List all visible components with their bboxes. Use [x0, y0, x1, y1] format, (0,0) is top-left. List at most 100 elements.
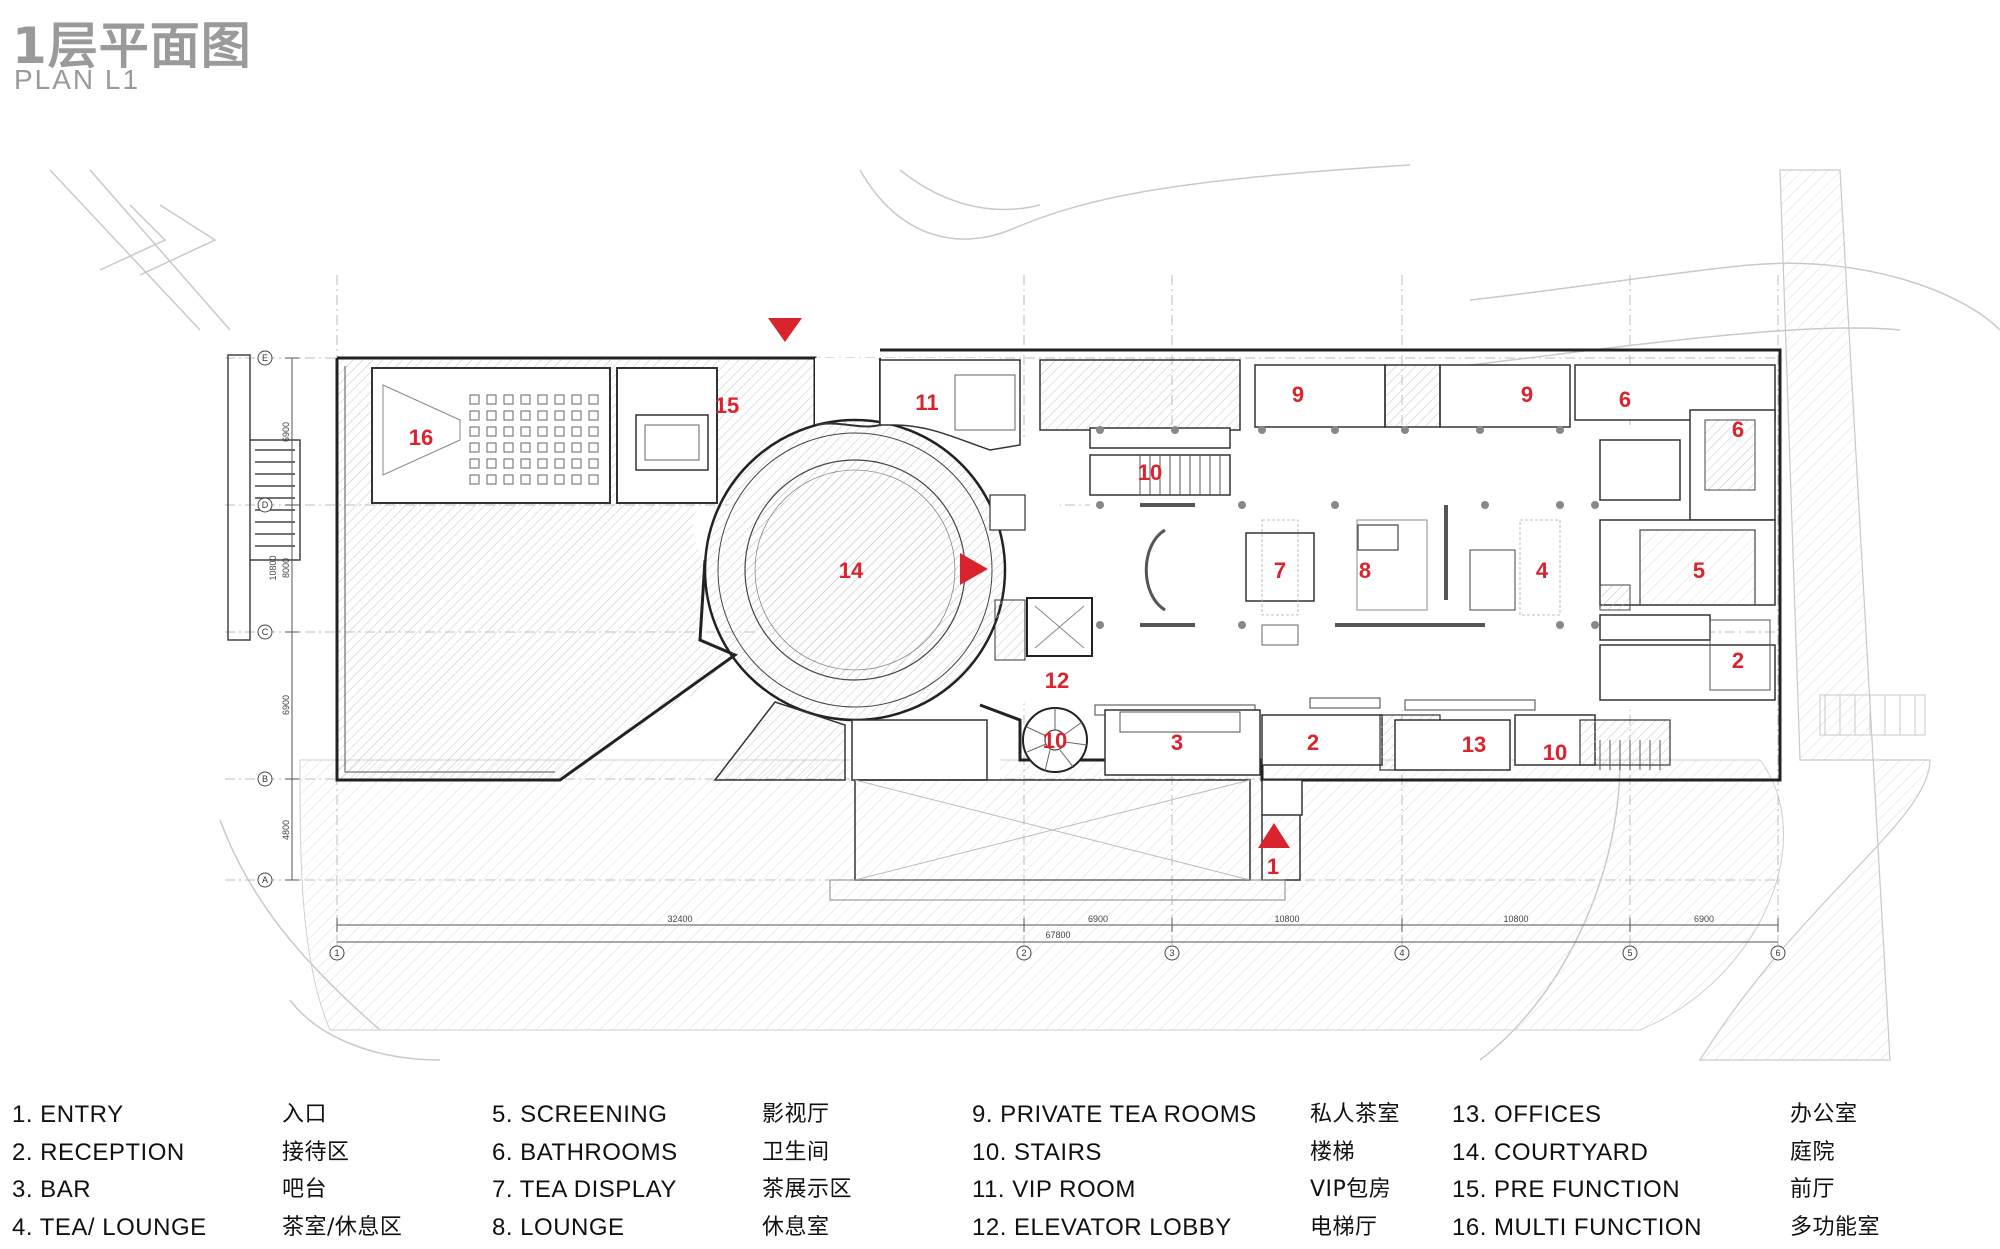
legend-item: 13. OFFICES: [1452, 1101, 1602, 1128]
west-wing: [335, 356, 817, 782]
room-label: 13: [1462, 732, 1486, 757]
grid-col-label: 4: [1399, 948, 1404, 958]
legend-item-cn: 庭院: [1790, 1139, 1836, 1165]
multi-function-seating: [469, 394, 599, 485]
legend-column-en: 5. SCREENING 6. BATHROOMS 7. TEA DISPLAY…: [492, 1096, 678, 1246]
legend-item: 8. LOUNGE: [492, 1213, 625, 1241]
dim-left: 6900: [281, 695, 291, 715]
legend-column-en: 1. ENTRY 2. RECEPTION 3. BAR 4. TEA/ LOU…: [12, 1096, 207, 1246]
room-label: 3: [1171, 730, 1183, 755]
room-labels: 16 15 11 9 9 6 6 10 14 7 8 4 5 2 12 10 3…: [409, 382, 1744, 879]
grid-col-label: 1: [334, 948, 339, 958]
legend-item-cn: 电梯厅: [1310, 1214, 1378, 1240]
room-label: 12: [1045, 668, 1069, 693]
legend-item: 7. TEA DISPLAY: [492, 1176, 677, 1203]
page-title: 1层平面图: [12, 17, 252, 75]
room-label: 5: [1693, 558, 1705, 583]
courtyard: [703, 358, 1072, 781]
floor-plan: 32400 6900 10800 10800 6900 67800 6900 1…: [49, 164, 2000, 1061]
legend-item: 14. COURTYARD: [1452, 1138, 1649, 1166]
west-stairs: [227, 354, 301, 641]
dimension-text: 32400 6900 10800 10800 6900 67800 6900 1…: [268, 422, 1714, 940]
grid-col-label: 3: [1169, 948, 1174, 958]
legend-column-en: 13. OFFICES 14. COURTYARD 15. PRE FUNCTI…: [1452, 1096, 1702, 1246]
entry-arrow-up-icon: [1258, 823, 1290, 848]
legend-item: 9. PRIVATE TEA ROOMS: [972, 1101, 1257, 1128]
legend-column-cn: 影视厅 卫生间 茶展示区 休息室: [762, 1096, 852, 1246]
legend-item-cn: 影视厅: [762, 1102, 830, 1127]
page-subtitle: PLAN L1: [14, 64, 141, 95]
legend-item: 4. TEA/ LOUNGE: [12, 1213, 207, 1241]
room-label: 2: [1307, 730, 1319, 755]
legend-item: 5. SCREENING: [492, 1101, 668, 1128]
dim-bottom: 6900: [1694, 914, 1714, 924]
legend-item-cn: 茶室/休息区: [282, 1214, 403, 1240]
dim-left: 8000: [281, 558, 291, 578]
legend-item: 11. VIP ROOM: [972, 1176, 1136, 1203]
dim-bottom: 10800: [1503, 914, 1528, 924]
grid-col-label: 6: [1775, 948, 1780, 958]
room-label: 6: [1619, 387, 1631, 412]
dim-bottom: 10800: [1274, 914, 1299, 924]
legend-item: 16. MULTI FUNCTION: [1452, 1213, 1702, 1241]
dim-left: 6900: [281, 422, 291, 442]
grid-row-label: A: [262, 875, 268, 885]
grid-col-label: 5: [1627, 948, 1632, 958]
legend-column-en: 9. PRIVATE TEA ROOMS 10. STAIRS 11. VIP …: [972, 1096, 1257, 1246]
east-wing: [829, 348, 1782, 901]
legend-item-cn: 楼梯: [1310, 1139, 1356, 1165]
room-label: 10: [1543, 740, 1567, 765]
legend-item: 15. PRE FUNCTION: [1452, 1176, 1681, 1203]
legend-item: 10. STAIRS: [972, 1138, 1102, 1166]
room-label: 11: [915, 390, 938, 415]
room-label: 7: [1274, 558, 1286, 583]
grid-row-label: B: [262, 774, 268, 784]
legend-column-cn: 私人茶室 楼梯 VIP包房 电梯厅: [1310, 1096, 1400, 1246]
room-label: 10: [1043, 728, 1067, 753]
legend-item-cn: 吧台: [282, 1177, 328, 1202]
legend-item-cn: 前厅: [1790, 1177, 1836, 1202]
dim-left: 4800: [281, 820, 291, 840]
grid-col-label: 2: [1021, 948, 1026, 958]
room-label: 15: [715, 393, 739, 418]
room-label: 6: [1732, 417, 1744, 442]
dim-bottom: 32400: [667, 914, 692, 924]
legend-item: 3. BAR: [12, 1176, 92, 1203]
room-label: 10: [1138, 460, 1162, 485]
legend-item-cn: 办公室: [1790, 1102, 1858, 1127]
grid-row-label: E: [262, 353, 268, 363]
dim-bottom: 6900: [1088, 914, 1108, 924]
legend-item-cn: 茶展示区: [762, 1177, 853, 1202]
legend-column-cn: 入口 接待区 吧台 茶室/休息区: [282, 1096, 402, 1246]
grid-row-label: D: [262, 500, 269, 510]
room-label: 14: [839, 558, 864, 583]
legend-column-cn: 办公室 庭院 前厅 多功能室: [1790, 1096, 1880, 1246]
room-label: 4: [1536, 558, 1549, 583]
room-label: 1: [1267, 854, 1279, 879]
entry-arrow-right-icon: [960, 553, 988, 585]
room-label: 9: [1292, 382, 1304, 407]
entry-arrow-down-icon: [768, 318, 802, 342]
site-paving: [299, 169, 1931, 1061]
room-label: 9: [1521, 382, 1533, 407]
legend-item-cn: 私人茶室: [1310, 1102, 1401, 1127]
legend: 1. ENTRY 2. RECEPTION 3. BAR 4. TEA/ LOU…: [0, 1096, 2000, 1246]
legend-item-cn: 休息室: [762, 1214, 830, 1240]
legend-item-cn: 卫生间: [762, 1139, 830, 1165]
grid-bubbles: E D C B A 1 2 3 4 5 6: [257, 350, 1786, 961]
legend-item: 1. ENTRY: [12, 1101, 124, 1128]
legend-item: 2. RECEPTION: [12, 1138, 185, 1166]
room-label: 16: [409, 425, 433, 450]
legend-item-cn: 多功能室: [1790, 1214, 1881, 1240]
room-label: 2: [1732, 648, 1744, 673]
grid-row-label: C: [262, 627, 269, 637]
dim-total: 67800: [1045, 930, 1070, 940]
legend-item-cn: VIP包房: [1310, 1177, 1392, 1202]
entry-markers: [768, 318, 1290, 848]
dim-left: 10800: [268, 555, 278, 580]
legend-item-cn: 接待区: [282, 1139, 350, 1165]
legend-item: 6. BATHROOMS: [492, 1138, 678, 1166]
legend-item: 12. ELEVATOR LOBBY: [972, 1213, 1232, 1241]
dimension-lines: [285, 357, 1779, 943]
legend-item-cn: 入口: [282, 1102, 328, 1127]
